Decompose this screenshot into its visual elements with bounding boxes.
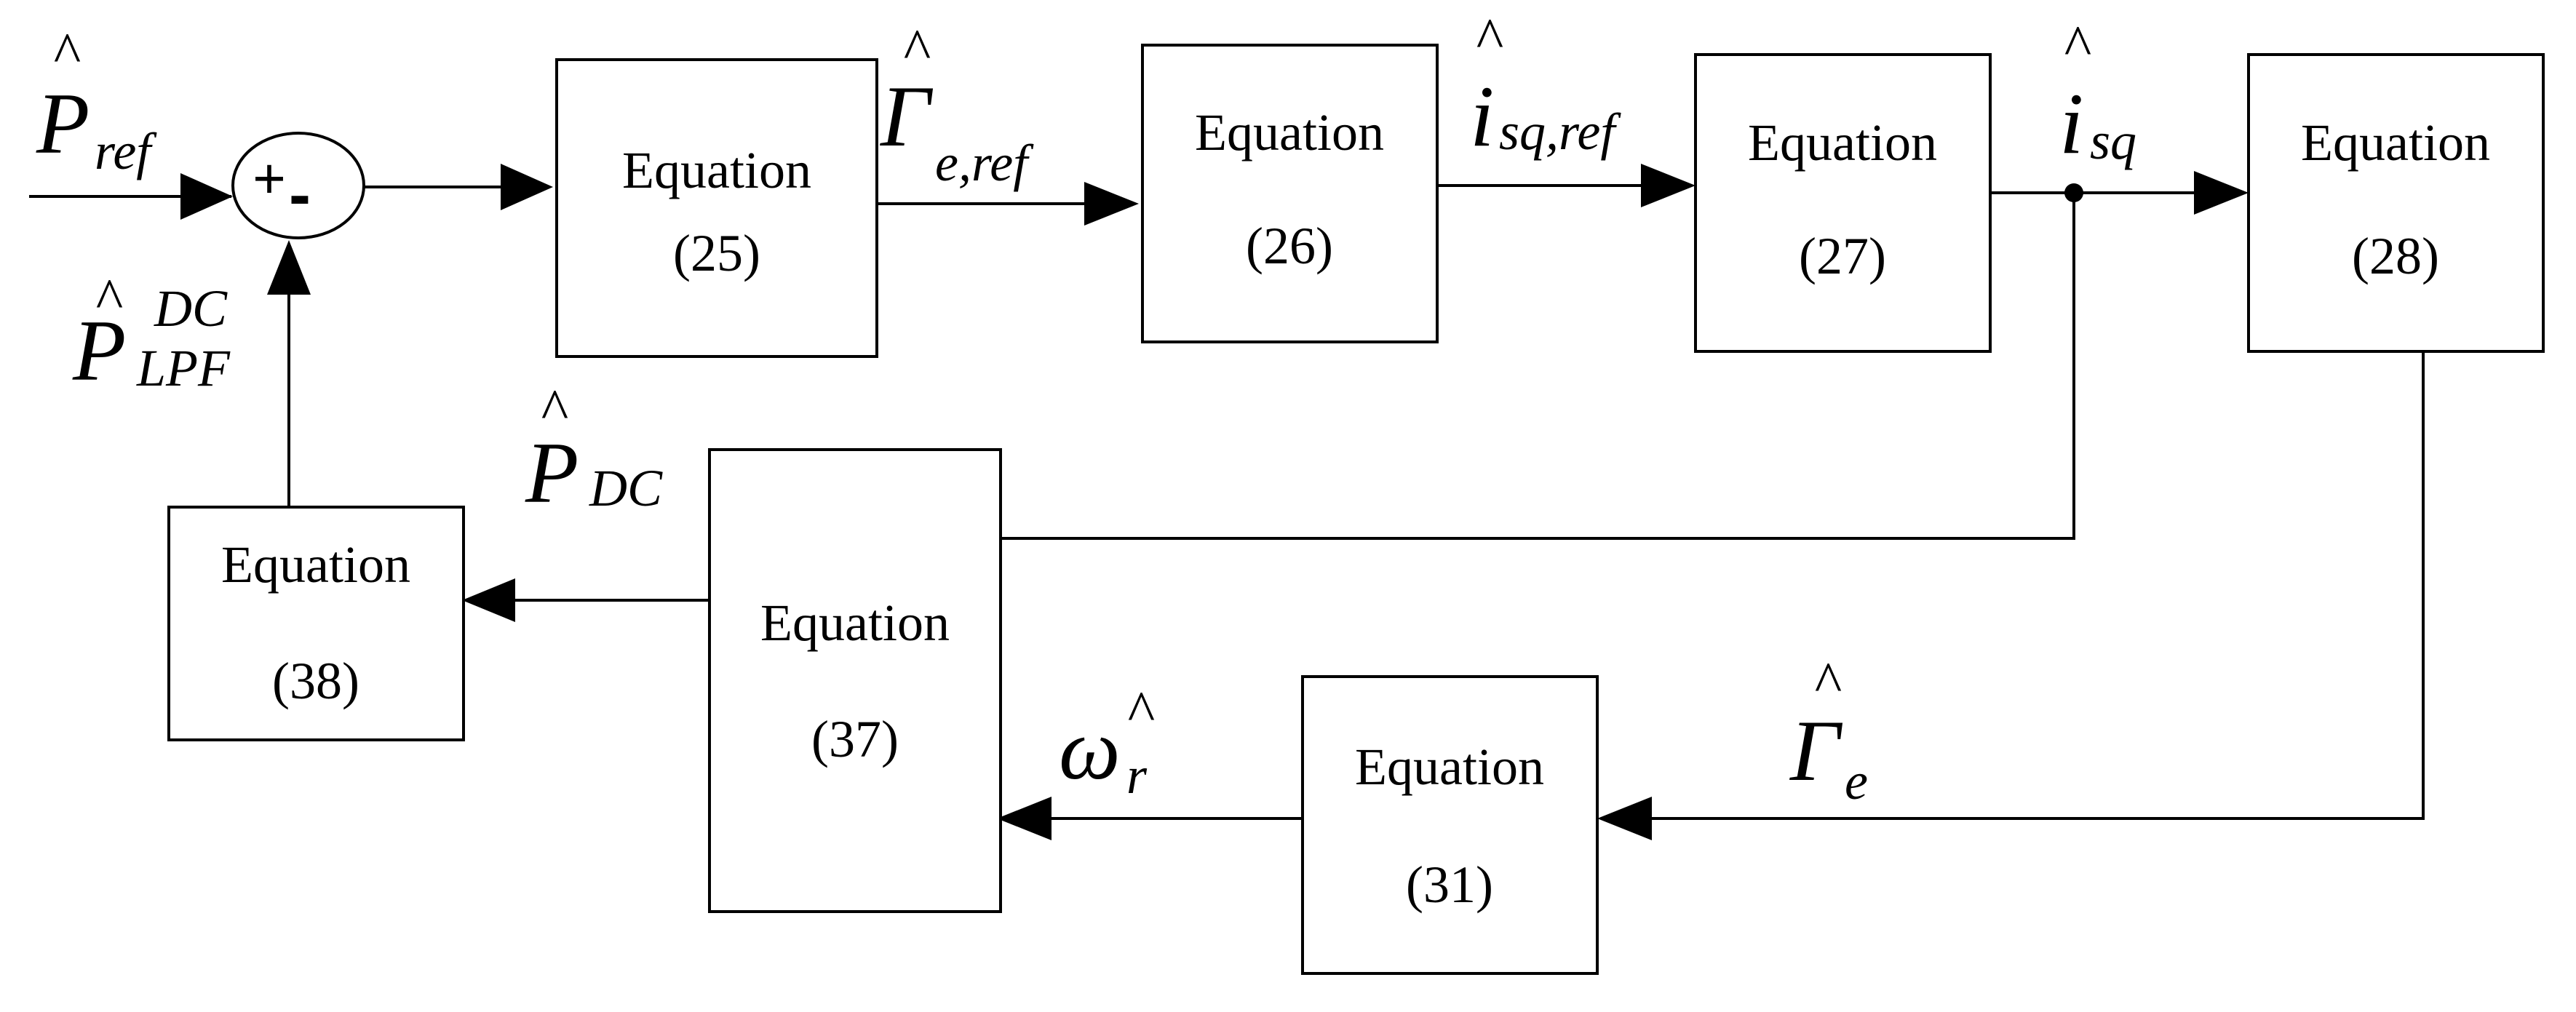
isq-ref-subscript: sq,ref	[1499, 103, 1621, 161]
summer-circle	[231, 132, 365, 239]
signal-label-gamma-e-ref: ^ Γ e,ref	[880, 18, 1034, 192]
p-dc-base: P	[525, 424, 579, 521]
block-eq31-title: Equation	[1355, 738, 1544, 796]
omega-r-subscript: r	[1126, 746, 1148, 805]
wire-eq28-to-eq31	[1637, 353, 2425, 820]
block-eq38-title: Equation	[221, 535, 410, 594]
block-eq26-title: Equation	[1195, 103, 1384, 162]
block-eq38-box	[167, 506, 465, 741]
connections	[29, 184, 2425, 820]
signal-label-p-dc: ^ P DC	[525, 378, 663, 521]
signal-label-p-ref: ^ P ref	[36, 22, 157, 180]
summing-junction: + -	[231, 132, 365, 239]
block-eq37-title: Equation	[760, 594, 950, 652]
block-eq27-title: Equation	[1748, 113, 1937, 172]
isq-base: i	[2059, 75, 2083, 172]
block-eq28: Equation (28)	[2247, 53, 2545, 353]
block-eq31: Equation (31)	[1301, 675, 1599, 975]
block-eq26-number: (26)	[1246, 217, 1333, 275]
block-eq25-number: (25)	[673, 224, 760, 282]
isq-ref-hat: ^	[1475, 7, 1503, 71]
p-ref-base: P	[36, 75, 90, 172]
arrowhead-into-eq37	[997, 797, 1052, 840]
signal-label-omega-r: ^ ω r	[1059, 680, 1155, 805]
arrowhead-into-eq27	[1641, 164, 1696, 207]
block-eq28-title: Equation	[2301, 113, 2490, 172]
omega-r-base: ω	[1059, 701, 1121, 797]
block-eq25: Equation (25)	[555, 58, 878, 358]
p-dc-subscript: DC	[589, 459, 663, 517]
gamma-e-subscript: e	[1845, 752, 1868, 810]
summer-plus-sign: +	[253, 146, 286, 210]
arrowhead-into-eq28	[2194, 171, 2249, 215]
block-eq37-box	[708, 448, 1002, 913]
junction-dot	[2064, 183, 2083, 202]
p-ref-subscript: ref	[95, 122, 157, 180]
gamma-e-hat: ^	[1813, 651, 1842, 715]
block-eq37: Equation (37)	[708, 448, 1002, 913]
summer-minus-sign: -	[289, 159, 311, 231]
block-eq28-number: (28)	[2352, 227, 2439, 285]
block-eq31-box	[1301, 675, 1599, 975]
block-eq26: Equation (26)	[1141, 44, 1439, 343]
gamma-e-ref-subscript: e,ref	[935, 134, 1034, 192]
block-eq28-box	[2247, 53, 2545, 353]
block-eq27-number: (27)	[1799, 227, 1886, 285]
signal-label-isq: ^ i sq	[2059, 15, 2136, 172]
p-lpf-dc-superscript: DC	[154, 279, 228, 338]
block-eq31-number: (31)	[1406, 856, 1493, 914]
arrowhead-into-summer	[180, 173, 233, 220]
isq-subscript: sq	[2090, 112, 2136, 170]
arrowhead-into-eq31	[1597, 797, 1652, 840]
block-eq38-number: (38)	[272, 652, 359, 710]
wire-isq-feedback-to-eq37	[1001, 193, 2075, 540]
block-eq26-box	[1141, 44, 1439, 343]
arrowhead-into-summer-minus	[267, 240, 311, 295]
block-eq27-box	[1694, 53, 1992, 353]
gamma-e-ref-hat: ^	[902, 18, 931, 82]
arrowhead-into-eq26	[1084, 182, 1139, 226]
signal-label-gamma-e: ^ Γ e	[1789, 651, 1868, 810]
isq-hat: ^	[2063, 15, 2091, 79]
block-eq27: Equation (27)	[1694, 53, 1992, 353]
isq-ref-base: i	[1470, 68, 1494, 164]
p-ref-hat: ^	[52, 22, 81, 86]
gamma-e-base: Γ	[1789, 702, 1843, 799]
arrowheads	[180, 164, 2249, 840]
block-eq25-box	[555, 58, 878, 358]
gamma-e-ref-base: Γ	[880, 68, 934, 164]
p-lpf-dc-hat: ^	[95, 268, 123, 332]
block-eq37-number: (37)	[811, 710, 899, 768]
omega-r-hat: ^	[1126, 680, 1155, 744]
arrowhead-into-eq25	[501, 164, 553, 210]
signal-label-isq-ref: ^ i sq,ref	[1470, 7, 1621, 164]
p-dc-hat: ^	[540, 378, 568, 442]
p-lpf-dc-subscript: LPF	[136, 339, 231, 397]
block-eq25-title: Equation	[622, 141, 811, 199]
arrowhead-into-eq38	[462, 578, 515, 622]
block-eq38: Equation (38)	[167, 506, 465, 741]
signal-label-p-lpf-dc: ^ P DC LPF	[72, 268, 231, 399]
p-lpf-dc-base: P	[72, 302, 126, 399]
